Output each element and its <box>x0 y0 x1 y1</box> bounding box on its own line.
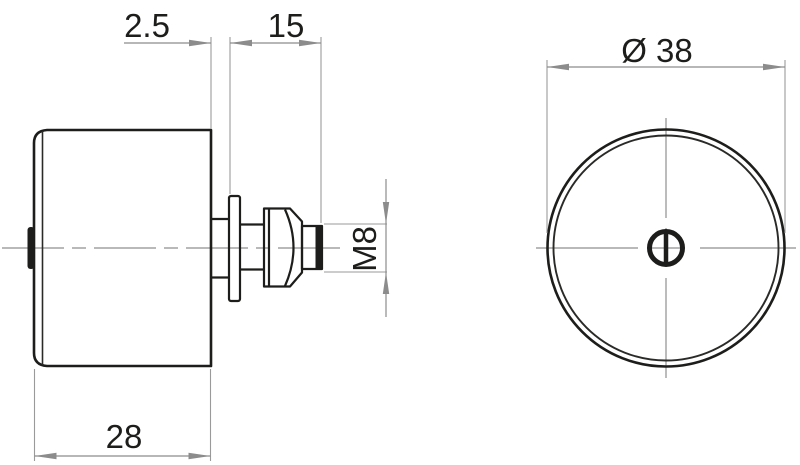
dim-label-body-depth: 28 <box>106 418 143 455</box>
dim-label-thread: M8 <box>346 226 383 272</box>
side-view <box>2 128 341 368</box>
nut-chamfer-arc <box>283 209 295 287</box>
stud-tip-chamfer <box>315 226 323 269</box>
arrowhead-right-icon <box>188 452 211 460</box>
arrowhead-right-icon <box>299 39 321 47</box>
front-view-dimensions: Ø 38 <box>546 32 786 233</box>
flange-disc <box>227 194 242 303</box>
arrowhead-up-icon <box>382 272 390 294</box>
arrowhead-left-icon <box>547 63 569 71</box>
side-view-dimensions: 2.5 15 28 M8 <box>33 7 390 461</box>
roller-outer-circle <box>546 128 786 368</box>
stud-end-circle <box>647 229 685 267</box>
hex-nut-outline <box>262 207 304 288</box>
roller-body-outline <box>32 128 213 368</box>
arrowhead-right-icon <box>189 39 211 47</box>
dim-label-outer-diameter: Ø 38 <box>621 32 693 69</box>
arrowhead-left-icon <box>230 39 252 47</box>
dim-label-stud-length: 15 <box>268 7 305 44</box>
roller-rim-circle <box>552 134 780 362</box>
arrowhead-left-icon <box>34 452 57 460</box>
arrowhead-right-icon <box>763 63 785 71</box>
dim-label-flange-offset: 2.5 <box>124 7 170 44</box>
front-view <box>536 118 796 378</box>
arrowhead-down-icon <box>382 202 390 224</box>
axle-end-boss <box>27 227 35 269</box>
